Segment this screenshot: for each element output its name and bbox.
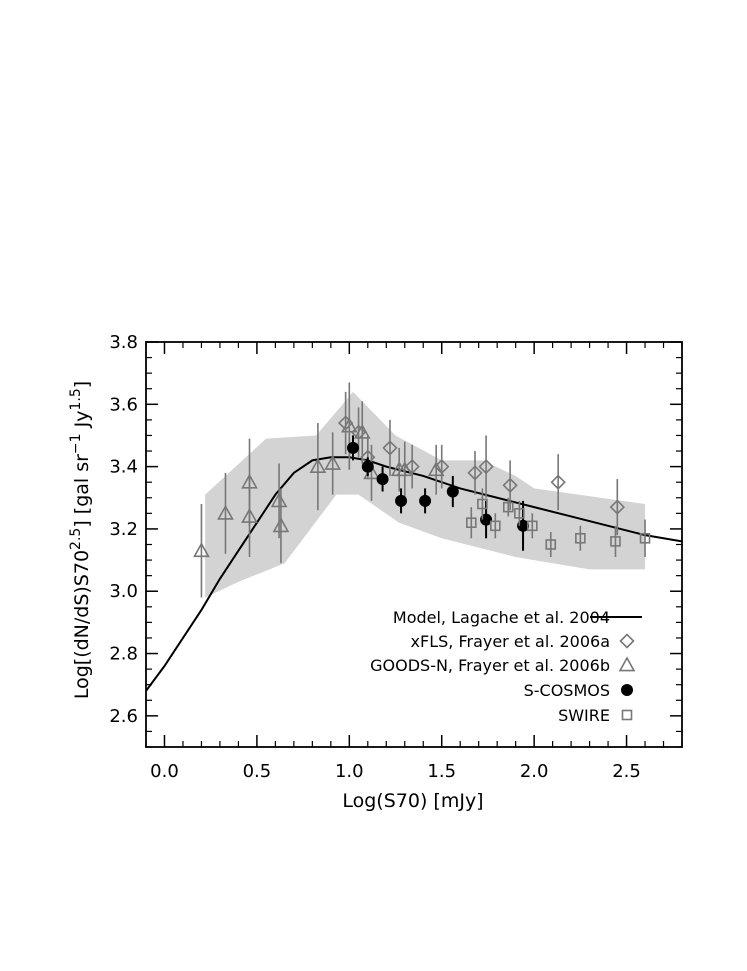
x-tick-label-5: 2.5	[612, 761, 641, 782]
legend-swatch-goodsn	[618, 656, 636, 672]
goodsn-series	[193, 382, 445, 598]
y-axis-label: Log[(dN/dS)S702.5] [gal sr−1 Jy1.5]	[68, 381, 93, 699]
scosmos-point-0	[347, 441, 360, 454]
xfls-point-10	[609, 499, 625, 515]
x-tick-label-0: 0.0	[150, 761, 179, 782]
data-points-layer	[193, 382, 651, 598]
y-axis-label-end: ]	[71, 381, 93, 388]
goodsn-point-8	[340, 417, 358, 433]
legend-swatch-swire	[621, 709, 633, 721]
goodsn-point-6	[309, 457, 327, 474]
y-tick-label-4: 3.4	[109, 457, 138, 478]
xfls-point-6	[467, 465, 483, 481]
swire-series	[465, 488, 651, 557]
legend-swatch-scosmos	[621, 684, 633, 696]
scosmos-point-5	[446, 485, 459, 498]
model-curve-layer	[146, 456, 682, 692]
swire-point-6	[545, 539, 557, 550]
y-tick-label-6: 3.8	[109, 332, 138, 353]
swire-point-2	[490, 520, 501, 532]
legend-entry-xfls: xFLS, Frayer et al. 2006a	[411, 632, 635, 651]
x-tick-label-1: 0.5	[243, 761, 272, 782]
goodsn-point-13	[427, 461, 445, 477]
goodsn-point-1	[217, 504, 234, 520]
y-axis-label-exp1: 2.5	[68, 528, 84, 550]
goodsn-point-12	[396, 461, 414, 477]
swire-point-8	[610, 536, 621, 547]
goodsn-point-5	[272, 517, 290, 533]
x-tick-label-3: 1.5	[427, 761, 456, 782]
y-tick-label-2: 3.0	[109, 581, 138, 602]
y-axis-label-jy: Jy	[71, 411, 93, 434]
swire-point-1	[477, 498, 488, 510]
x-axis-label: Log(S70) [mJy]	[342, 790, 483, 812]
swire-point-4	[514, 508, 525, 519]
scosmos-point-1	[361, 460, 374, 473]
legend-swatch-xfls	[619, 633, 635, 649]
x-tick-label-2: 1.0	[335, 761, 364, 782]
swire-point-5	[526, 520, 538, 532]
legend-entry-swire: SWIRE	[558, 706, 633, 725]
scosmos-point-4	[419, 494, 432, 507]
xfls-point-7	[478, 458, 494, 475]
y-tick-label-0: 2.6	[109, 706, 138, 727]
scosmos-point-3	[395, 494, 408, 507]
y-axis-label-mid: ] [gal sr	[71, 454, 93, 528]
model-curve	[146, 456, 682, 692]
y-tick-label-1: 2.8	[109, 644, 138, 665]
legend-label-model: Model, Lagache et al. 2004	[393, 608, 610, 627]
goodsn-point-4	[270, 492, 288, 508]
goodsn-point-9	[353, 423, 371, 439]
swire-point-9	[639, 532, 651, 544]
xfls-point-4	[404, 458, 420, 475]
legend-label-swire: SWIRE	[558, 706, 610, 725]
x-tick-label-4: 2.0	[520, 761, 549, 782]
scosmos-series	[347, 435, 530, 551]
legend: Model, Lagache et al. 2004 xFLS, Frayer e…	[370, 608, 642, 725]
legend-label-xfls: xFLS, Frayer et al. 2006a	[411, 632, 610, 651]
xfls-point-8	[502, 477, 518, 493]
swire-point-3	[502, 501, 514, 513]
xfls-point-3	[382, 440, 398, 456]
y-axis-label-main: Log[(dN/dS)S70	[71, 550, 93, 699]
scosmos-point-2	[376, 473, 389, 486]
legend-label-goodsn: GOODS-N, Frayer et al. 2006b	[370, 656, 610, 675]
legend-label-scosmos: S-COSMOS	[524, 681, 610, 700]
y-axis-label-exp3: 1.5	[68, 388, 84, 410]
legend-entry-model: Model, Lagache et al. 2004	[393, 608, 642, 627]
goodsn-point-3	[241, 507, 258, 523]
goodsn-point-7	[324, 454, 342, 470]
swire-point-0	[465, 517, 477, 528]
axes-layer: 0.0 0.5 1.0 1.5 2.0 2.5 2.6 2.8 3.0 3.2 3.4 3.6 3.8	[109, 332, 683, 782]
legend-entry-goodsn: GOODS-N, Frayer et al. 2006b	[370, 656, 636, 675]
y-tick-label-5: 3.6	[109, 394, 138, 415]
goodsn-point-0	[193, 542, 210, 558]
swire-point-7	[575, 532, 586, 544]
legend-entry-scosmos: S-COSMOS	[524, 681, 633, 700]
y-axis-label-exp2: −1	[68, 433, 84, 454]
xfls-point-9	[550, 474, 566, 490]
y-tick-label-3: 3.2	[109, 519, 138, 540]
